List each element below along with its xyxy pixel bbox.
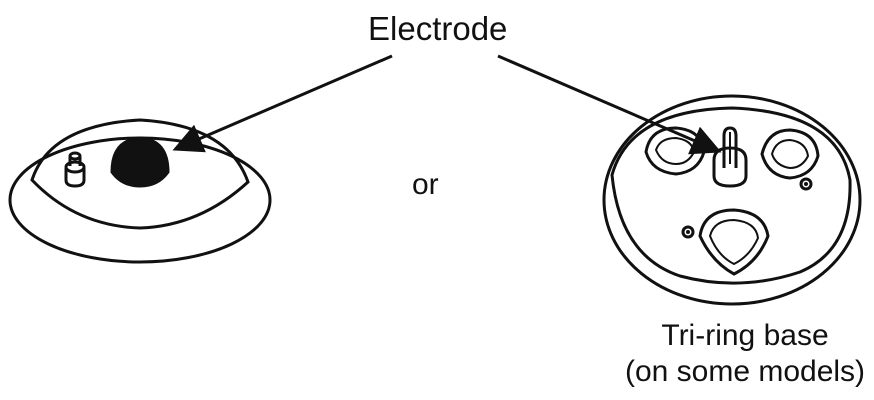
tri-ring-caption: Tri-ring base (on some models) (620, 318, 870, 390)
electrode-nub-icon (112, 138, 168, 186)
tri-ring-base-icon (604, 96, 860, 304)
tri-ring-caption-line2: (on some models) (620, 354, 870, 390)
arrow-to-left-electrode (178, 56, 392, 148)
or-label: or (412, 170, 439, 200)
base-connector-icon (66, 153, 84, 186)
tri-ring-left-ring (646, 128, 704, 174)
round-base-icon (10, 120, 270, 262)
electrode-label: Electrode (368, 12, 507, 45)
tri-ring-right-ring (762, 130, 818, 178)
tri-ring-electrode-icon (714, 128, 746, 186)
tri-ring-caption-line1: Tri-ring base (620, 318, 870, 354)
tri-ring-top-surface (612, 108, 850, 283)
tri-ring-bottom-ring (700, 210, 768, 274)
